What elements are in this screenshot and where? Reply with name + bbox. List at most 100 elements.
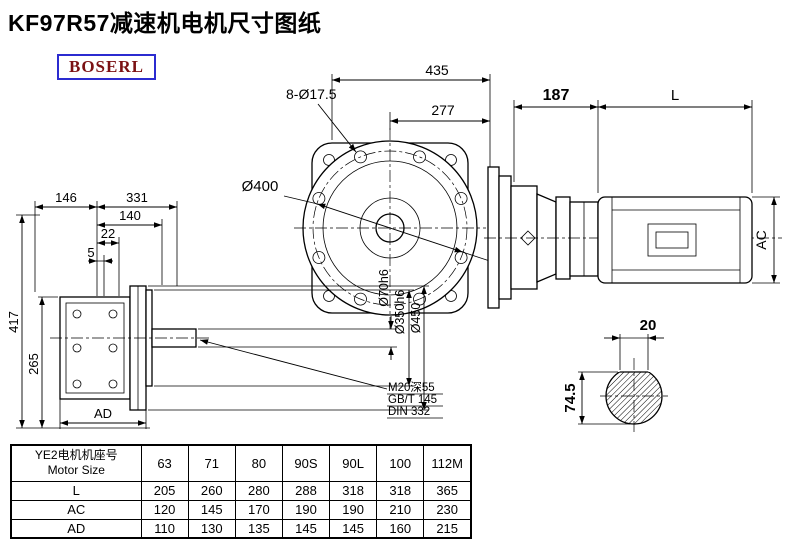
dim-435-text: 435 <box>425 62 449 78</box>
dim-74_5: 74.5 <box>562 371 630 425</box>
dimension-value-cell: 190 <box>281 499 331 520</box>
note-tap-text: M20深55 <box>388 380 435 394</box>
dim-20: 20 <box>604 317 664 370</box>
dimension-value-cell: 288 <box>281 480 331 501</box>
dimension-label-cell: AD <box>10 518 142 539</box>
dim-146: 146 <box>34 190 98 296</box>
dimension-value-cell: 190 <box>329 499 378 520</box>
dim-phi400: Ø400 <box>242 178 506 267</box>
dim-AC-text: AC <box>753 230 769 249</box>
page-title: KF97R57减速机电机尺寸图纸 <box>8 10 322 36</box>
dim-22: 22 <box>97 226 120 296</box>
dimension-value-cell: 120 <box>140 499 189 520</box>
frame-size-cell: 100 <box>376 444 425 482</box>
dimension-label-cell: L <box>10 480 142 501</box>
brand-logo: BOSERL <box>57 54 156 80</box>
dimension-value-cell: 365 <box>423 480 472 501</box>
dimension-value-cell: 215 <box>423 518 472 539</box>
dim-phi70-text: Ø70h6 <box>377 269 391 307</box>
dimension-value-cell: 205 <box>140 480 189 501</box>
dim-74_5-text: 74.5 <box>562 383 579 412</box>
dim-5-text: 5 <box>87 245 94 260</box>
gearbox-side-view <box>484 166 782 309</box>
center-mark <box>520 230 536 246</box>
dim-140-text: 140 <box>119 208 141 223</box>
dim-L: L <box>598 87 753 193</box>
dim-277-text: 277 <box>431 102 455 118</box>
dim-phi70: Ø70h6 <box>198 269 397 360</box>
dimension-value-cell: 110 <box>140 518 189 539</box>
dim-phi450-text: Ø450 <box>409 303 423 334</box>
note-din-text: DIN 332 <box>388 406 430 418</box>
note-gb-text: GB/T 145 <box>388 394 437 406</box>
dimension-value-cell: 160 <box>376 518 425 539</box>
frame-size-cell: 90L <box>329 444 378 482</box>
frame-size-cell: 80 <box>234 444 283 482</box>
flange-edge <box>487 166 500 309</box>
tapped-hole-note: M20深55 GB/T 145 DIN 332 <box>199 339 443 419</box>
dim-331-text: 331 <box>126 190 148 205</box>
dimension-value-cell: 318 <box>376 480 425 501</box>
output-side-view: 146 331 140 22 5 417 <box>6 190 443 429</box>
dim-146-text: 146 <box>55 190 77 205</box>
dim-417: 417 <box>6 214 150 429</box>
housing-outline <box>59 296 131 400</box>
dimension-value-cell: 230 <box>423 499 472 520</box>
dim-AC: AC <box>752 196 780 284</box>
dim-AD-text: AD <box>94 406 112 421</box>
terminal-box <box>647 223 697 257</box>
dim-417-text: 417 <box>6 311 21 333</box>
dim-phi450: Ø450 <box>148 285 429 411</box>
dim-265-text: 265 <box>26 353 41 375</box>
front-view: 435 277 8-Ø17.5 Ø400 <box>242 62 506 330</box>
bolt-holes <box>312 150 468 306</box>
dim-277: 277 <box>389 102 490 130</box>
dimension-value-cell: 130 <box>187 518 236 539</box>
dimension-value-cell: 210 <box>376 499 425 520</box>
dim-phi350-text: Ø350h6 <box>393 290 407 335</box>
frame-size-cell: 90S <box>281 444 331 482</box>
dim-331: 331 <box>97 190 178 286</box>
dimension-value-cell: 145 <box>187 499 236 520</box>
dim-140: 140 <box>97 208 163 285</box>
dimension-value-cell: 170 <box>234 499 283 520</box>
dimension-value-cell: 135 <box>234 518 283 539</box>
bolt-hole-note-text: 8-Ø17.5 <box>286 86 337 102</box>
dim-AD: AD <box>59 399 147 429</box>
dim-L-text: L <box>671 87 679 104</box>
dim-phi350: Ø350h6 <box>154 289 414 387</box>
dim-187: 187 <box>513 87 599 193</box>
housing-bolts <box>72 309 118 389</box>
motor-body <box>597 196 753 284</box>
frame-size-cell: 112M <box>423 444 472 482</box>
terminal-box-inner <box>655 231 689 249</box>
housing-inner <box>65 302 125 394</box>
housing-step-2 <box>510 185 538 290</box>
motor-side-view: 187 L AC <box>513 87 780 284</box>
shaft-cross-section: 20 74.5 <box>562 317 668 432</box>
dimension-value-cell: 145 <box>329 518 378 539</box>
dim-187-text: 187 <box>543 87 570 104</box>
dimension-value-cell: 280 <box>234 480 283 501</box>
dimension-value-cell: 260 <box>187 480 236 501</box>
dimension-label-cell: AC <box>10 499 142 520</box>
dim-20-text: 20 <box>640 317 657 334</box>
bolt-hole-note: 8-Ø17.5 <box>286 86 357 153</box>
dim-265: 265 <box>26 296 58 428</box>
dim-phi400-text: Ø400 <box>242 178 279 195</box>
housing-step-1 <box>498 175 512 300</box>
dim-5: 5 <box>87 245 113 296</box>
frame-size-cell: 63 <box>140 444 189 482</box>
dimension-value-cell: 318 <box>329 480 378 501</box>
frame-size-cell: 71 <box>187 444 236 482</box>
dim-22-text: 22 <box>101 226 115 241</box>
technical-drawing: 435 277 8-Ø17.5 Ø400 <box>6 62 782 432</box>
dimension-value-cell: 145 <box>281 518 331 539</box>
